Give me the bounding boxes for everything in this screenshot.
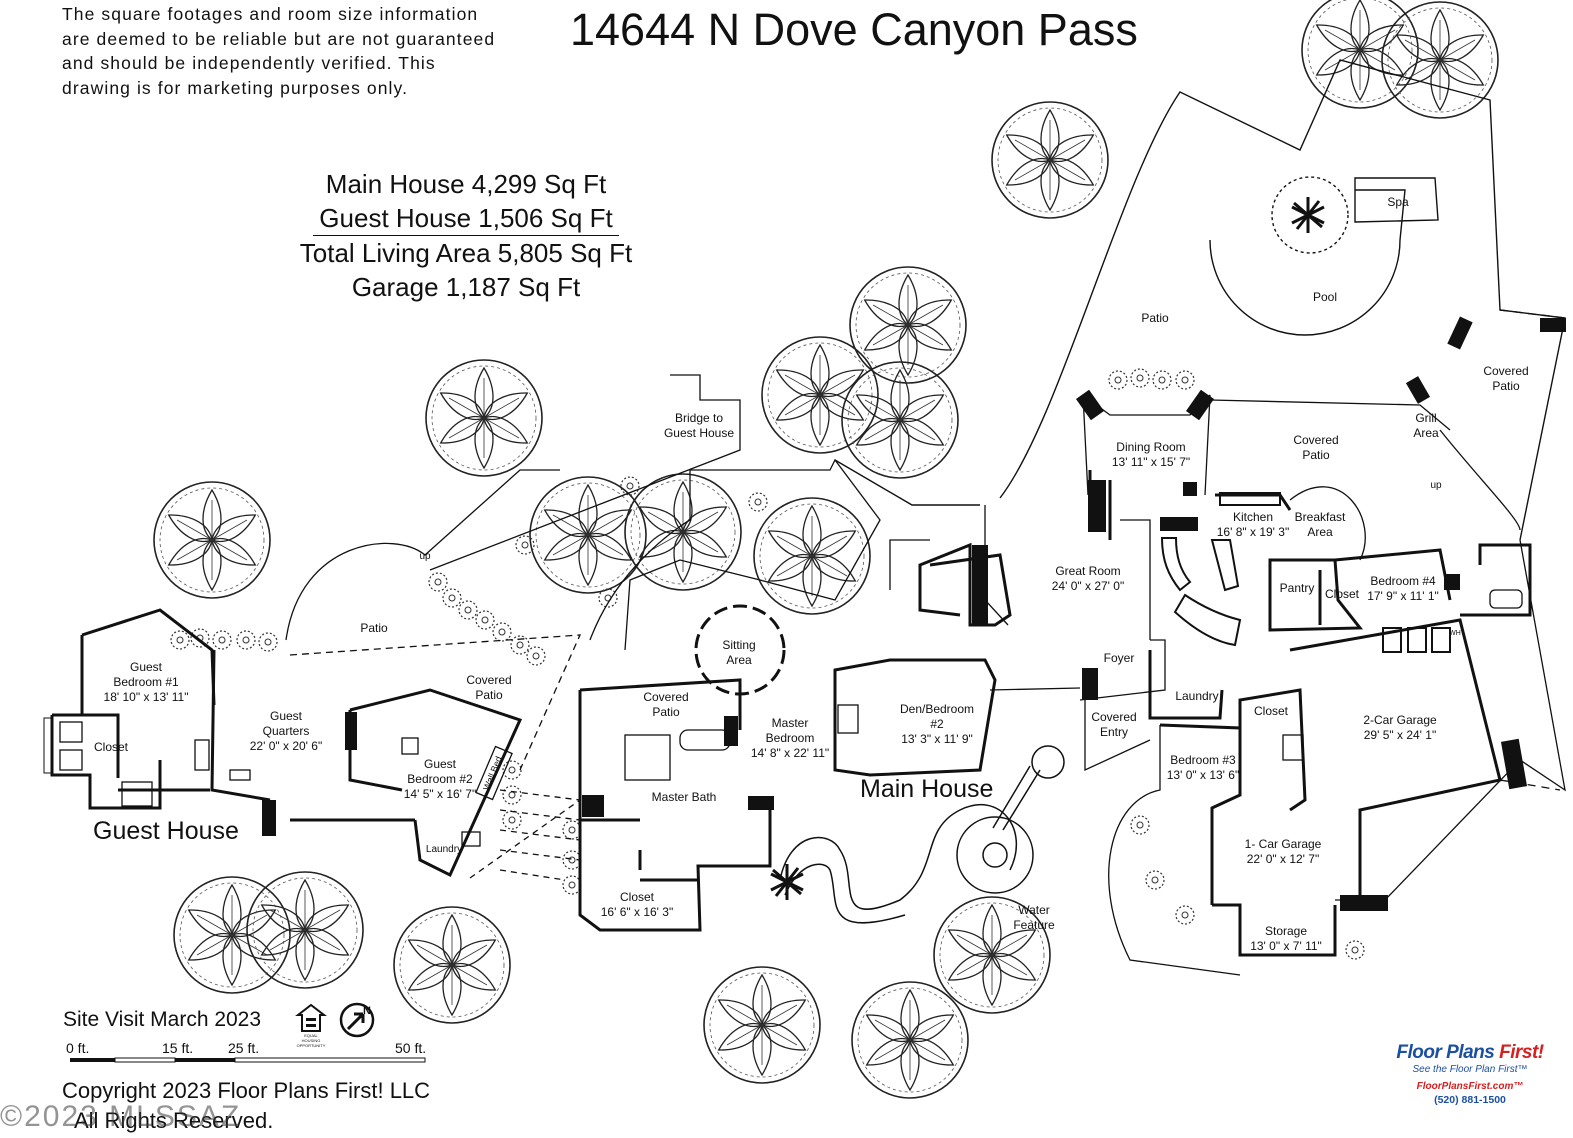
disclaimer-line: drawing is for marketing purposes only. <box>62 77 409 98</box>
garage-area: Garage 1,187 Sq Ft <box>351 272 581 302</box>
scale-tick-label: 0 ft. <box>66 1040 90 1056</box>
room-label-pantry: Pantry <box>1279 581 1315 595</box>
brand-name: Floor Plans First! <box>1396 1042 1544 1063</box>
tree-icon <box>393 906 511 1024</box>
room-label-pool: Pool <box>1312 290 1338 304</box>
tree-icon <box>1381 1 1499 119</box>
brand-phone: (520) 881-1500 <box>1434 1094 1506 1106</box>
water-heater-label: WH <box>1449 630 1461 637</box>
tree-icon <box>153 481 271 599</box>
main-house-outline <box>889 394 1566 976</box>
room-label-closet-guest: Closet <box>93 740 129 754</box>
page-title: 14644 N Dove Canyon Pass <box>570 4 1138 55</box>
disclaimer: The square footages and room size inform… <box>62 2 495 100</box>
guest-patio-outline <box>285 374 881 881</box>
pool-area-outline <box>834 59 1566 541</box>
room-label-laundry-guest: Laundry <box>425 844 463 855</box>
room-label-closet-b3: Closet <box>1253 704 1289 718</box>
compass-letter: N <box>363 1005 371 1017</box>
tree-icon <box>851 981 969 1099</box>
room-label-foyer: Foyer <box>1103 651 1135 665</box>
scale-bar <box>70 1057 426 1063</box>
room-label-closet: Closet <box>1324 587 1360 601</box>
site-visit-label: Site Visit March 2023 <box>63 1008 262 1031</box>
room-label-laundry: Laundry <box>1175 689 1219 703</box>
guest-house-label: Guest House <box>93 817 239 845</box>
stair-label-guest: up <box>419 551 431 562</box>
tree-icon <box>529 476 647 594</box>
room-label-master-bath: Master Bath <box>651 790 717 804</box>
tree-icon <box>173 876 291 994</box>
stair-label: up <box>1430 480 1442 491</box>
palm-icon <box>769 862 805 902</box>
disclaimer-line: are deemed to be reliable but are not gu… <box>62 28 496 49</box>
total-living-area: Total Living Area 5,805 Sq Ft <box>299 238 633 268</box>
rights-text: All Rights Reserved. <box>74 1108 274 1133</box>
brand-logo: Floor Plans First! See the Floor Plan Fi… <box>1395 1042 1545 1106</box>
disclaimer-line: The square footages and room size inform… <box>62 4 479 24</box>
wall-accents <box>345 316 1566 911</box>
guest-house-area: Guest House 1,506 Sq Ft <box>280 201 652 236</box>
brand-url: FloorPlansFirst.com™ <box>1416 1081 1524 1092</box>
tree-icon <box>1301 0 1419 109</box>
equal-housing-icon <box>295 1003 327 1032</box>
room-label-guest-patio: Patio <box>360 621 388 635</box>
main-house-walls <box>578 470 1532 957</box>
area-summary: Main House 4,299 Sq Ft Guest House 1,506… <box>280 167 652 304</box>
kitchen-fixtures <box>1160 492 1460 653</box>
disclaimer-line: and should be independently verified. Th… <box>62 53 436 73</box>
tree-icon <box>849 266 967 384</box>
bath-fixtures <box>59 589 1523 847</box>
tree-icon <box>246 871 364 989</box>
scale-tick-label: 25 ft. <box>228 1040 260 1056</box>
sitting-area-outline <box>694 604 786 696</box>
main-house-area: Main House 4,299 Sq Ft <box>325 169 607 199</box>
room-label-patio: Patio <box>1141 311 1169 325</box>
palm-icon <box>1290 195 1326 235</box>
scale-tick-label: 15 ft. <box>162 1040 194 1056</box>
water-feature-outline <box>779 745 1065 924</box>
copyright-block: Copyright 2023 Floor Plans First! LLC Al… <box>62 1076 430 1136</box>
main-house-label: Main House <box>860 775 994 803</box>
copyright-text: Copyright 2023 Floor Plans First! LLC <box>62 1078 431 1103</box>
brand-tagline: See the Floor Plan First™ <box>1412 1064 1528 1075</box>
tree-icon <box>703 966 821 1084</box>
tree-icon <box>991 101 1109 219</box>
tree-icon <box>425 359 543 477</box>
tree-icon <box>753 497 871 615</box>
mls-watermark: ©2023 MLSSAZ <box>0 1100 242 1133</box>
compass-icon <box>339 1002 375 1038</box>
tree-icon <box>624 473 742 591</box>
room-label-spa: Spa <box>1387 195 1409 209</box>
scale-tick-label: 50 ft. <box>395 1040 427 1056</box>
